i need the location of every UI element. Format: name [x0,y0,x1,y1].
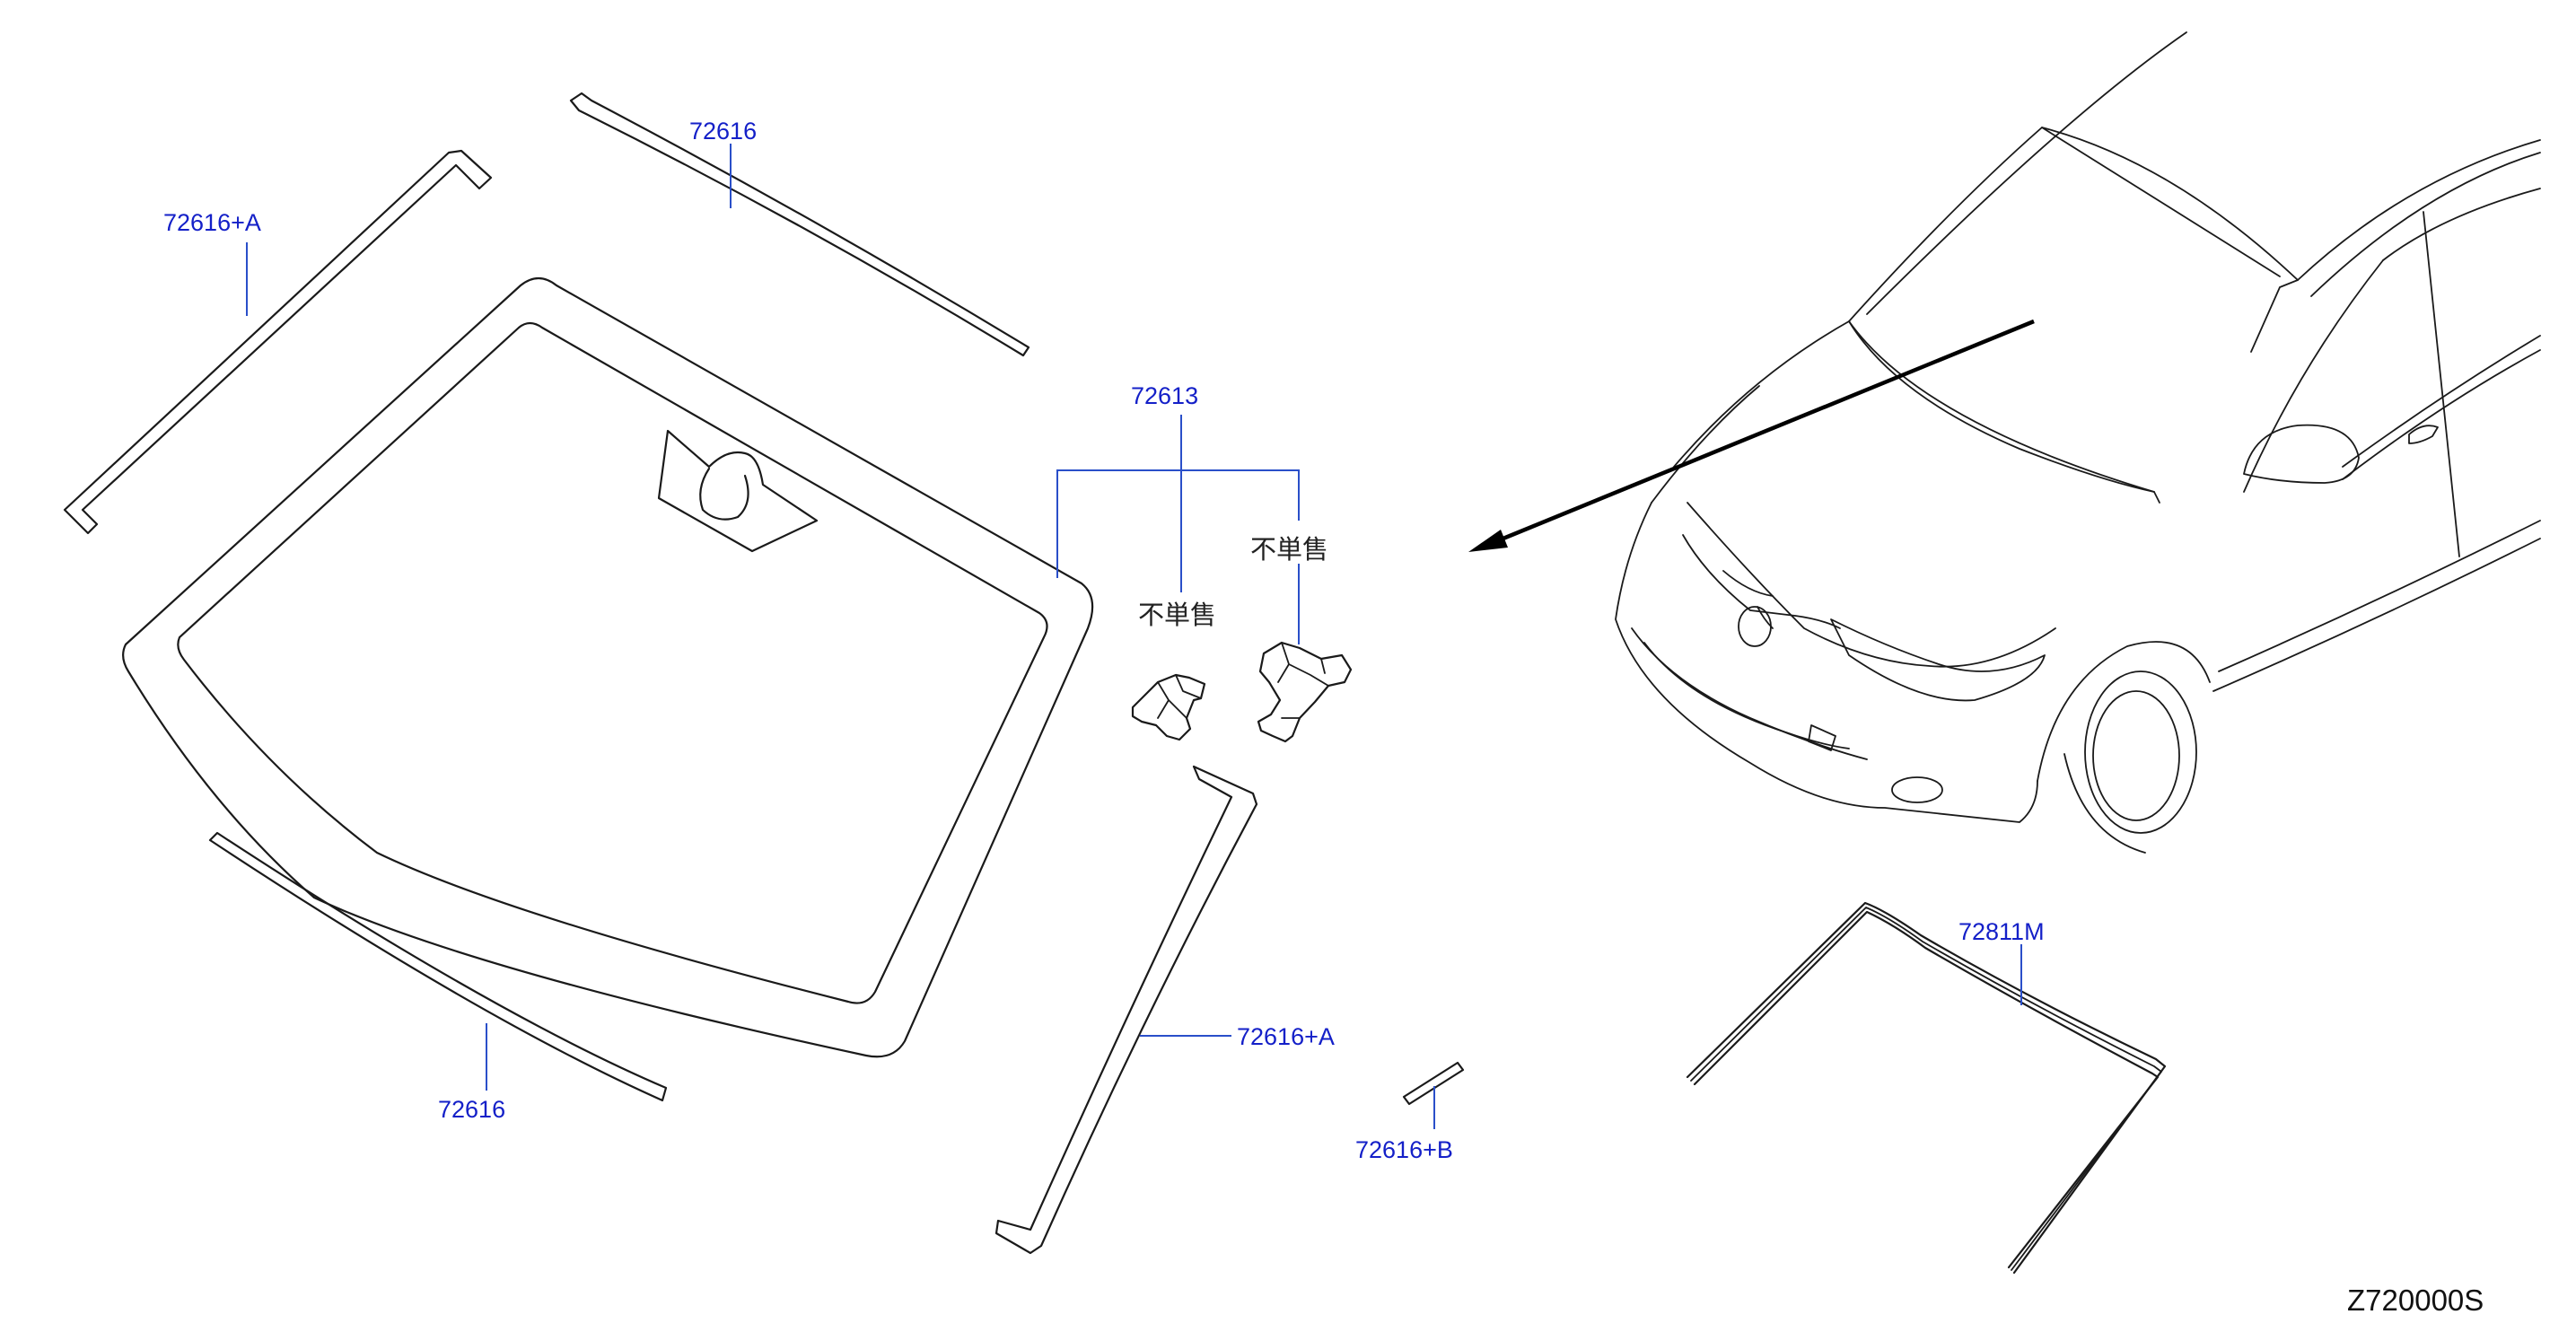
windshield-glass [122,276,1094,1058]
note-not-sold-separately-left: 不単售 [1138,600,1216,630]
callout-bracket-group: 72613 [1131,382,1198,409]
vehicle-outline [1615,31,2541,854]
bracket-right [1257,641,1353,743]
molding-bottom [208,831,668,1102]
callout-molding-top: 72616 [689,118,757,145]
callout-molding-side-right: 72616+A [1237,1023,1335,1050]
note-not-sold-separately-right: 不単售 [1250,534,1328,565]
callout-molding-clip: 72616+B [1355,1136,1453,1163]
leader-bracket-group [1056,415,1300,644]
molding-top [569,92,1030,357]
molding-clip [1402,1061,1465,1106]
direction-arrow [1468,319,2035,552]
callout-molding-bottom: 72616 [438,1096,505,1123]
callout-dam-rubber: 72811M [1958,918,2045,945]
dam-rubber [1686,901,2167,1275]
diagram-code: Z720000S [2347,1284,2484,1317]
callout-molding-side-left: 72616+A [163,209,261,236]
molding-side-right [994,765,1258,1255]
bracket-left [1131,673,1206,741]
molding-side-left [63,149,493,535]
